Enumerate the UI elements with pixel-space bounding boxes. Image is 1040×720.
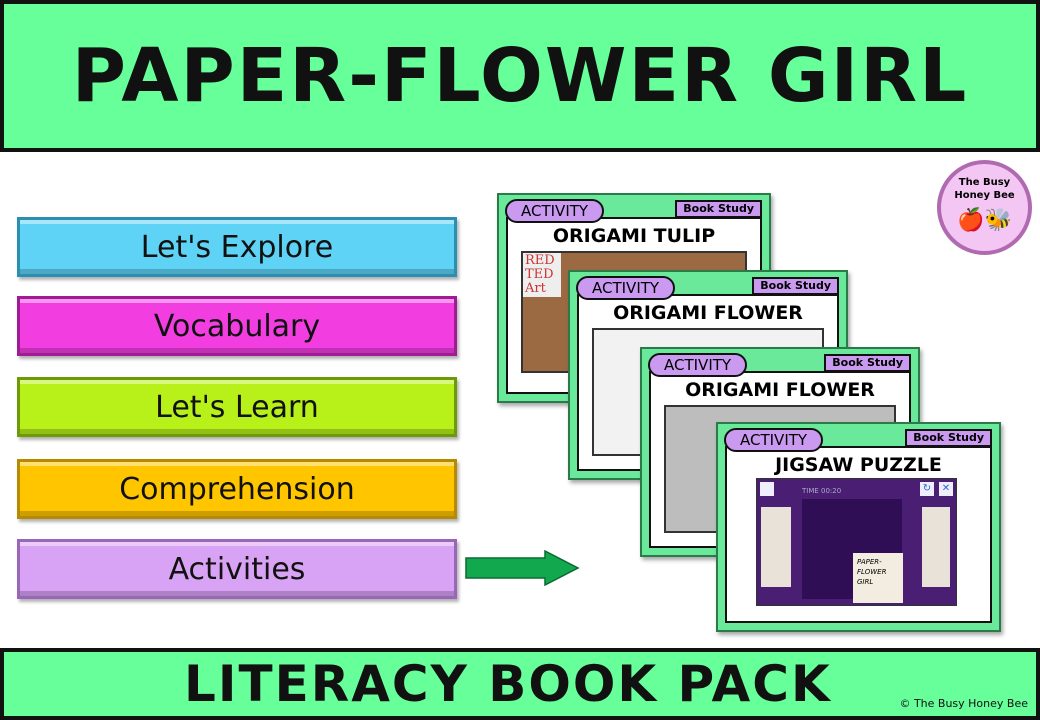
refresh-icon[interactable]: ↻ [920,482,934,496]
activity-tag: ACTIVITY [724,428,824,452]
bee-icon: 🍎🐝 [957,208,1012,233]
book-study-badge: Book Study [752,277,839,295]
card-title: JIGSAW PUZZLE [775,454,942,476]
logo-line2: Honey Bee [954,190,1015,201]
puzzle-timer: TIME 00:20 [802,487,842,495]
card-title: ORIGAMI TULIP [552,225,716,247]
menu-lets-explore[interactable]: Let's Explore [17,217,457,277]
puzzle-pieces-left [761,507,791,587]
book-study-badge: Book Study [905,429,992,447]
jigsaw-puzzle-board: TIME 00:20 PAPER-FLOWER GIRL ↻ ✕ [756,478,957,606]
title-banner: PAPER-FLOWER GIRL [0,0,1040,152]
activity-tag: ACTIVITY [505,199,605,223]
book-study-badge: Book Study [824,354,911,372]
page-title: PAPER-FLOWER GIRL [71,33,969,119]
menu-activities[interactable]: Activities [17,539,457,599]
puzzle-piece-cover: PAPER-FLOWER GIRL [853,553,903,603]
menu-vocabulary[interactable]: Vocabulary [17,296,457,356]
pack-subtitle: LITERACY BOOK PACK [184,655,832,713]
brand-logo: The Busy Honey Bee 🍎🐝 [937,160,1032,255]
card-title: ORIGAMI FLOWER [613,302,803,324]
close-icon[interactable]: ✕ [939,482,953,496]
subtitle-banner: LITERACY BOOK PACK © The Busy Honey Bee [0,648,1040,720]
menu-lets-learn[interactable]: Let's Learn [17,377,457,437]
activity-tag: ACTIVITY [576,276,676,300]
menu-comprehension[interactable]: Comprehension [17,459,457,519]
red-ted-art-logo: RED TED Art [523,253,561,297]
arrow-right-icon [465,550,580,586]
activity-tag: ACTIVITY [648,353,748,377]
book-study-badge: Book Study [675,200,762,218]
activity-card-jigsaw-puzzle[interactable]: ACTIVITY Book Study JIGSAW PUZZLE TIME 0… [716,422,1001,632]
fullscreen-icon[interactable] [760,482,774,496]
puzzle-pieces-right [922,507,950,587]
copyright-text: © The Busy Honey Bee [899,697,1028,710]
card-title: ORIGAMI FLOWER [685,379,875,401]
logo-line1: The Busy [958,177,1011,188]
